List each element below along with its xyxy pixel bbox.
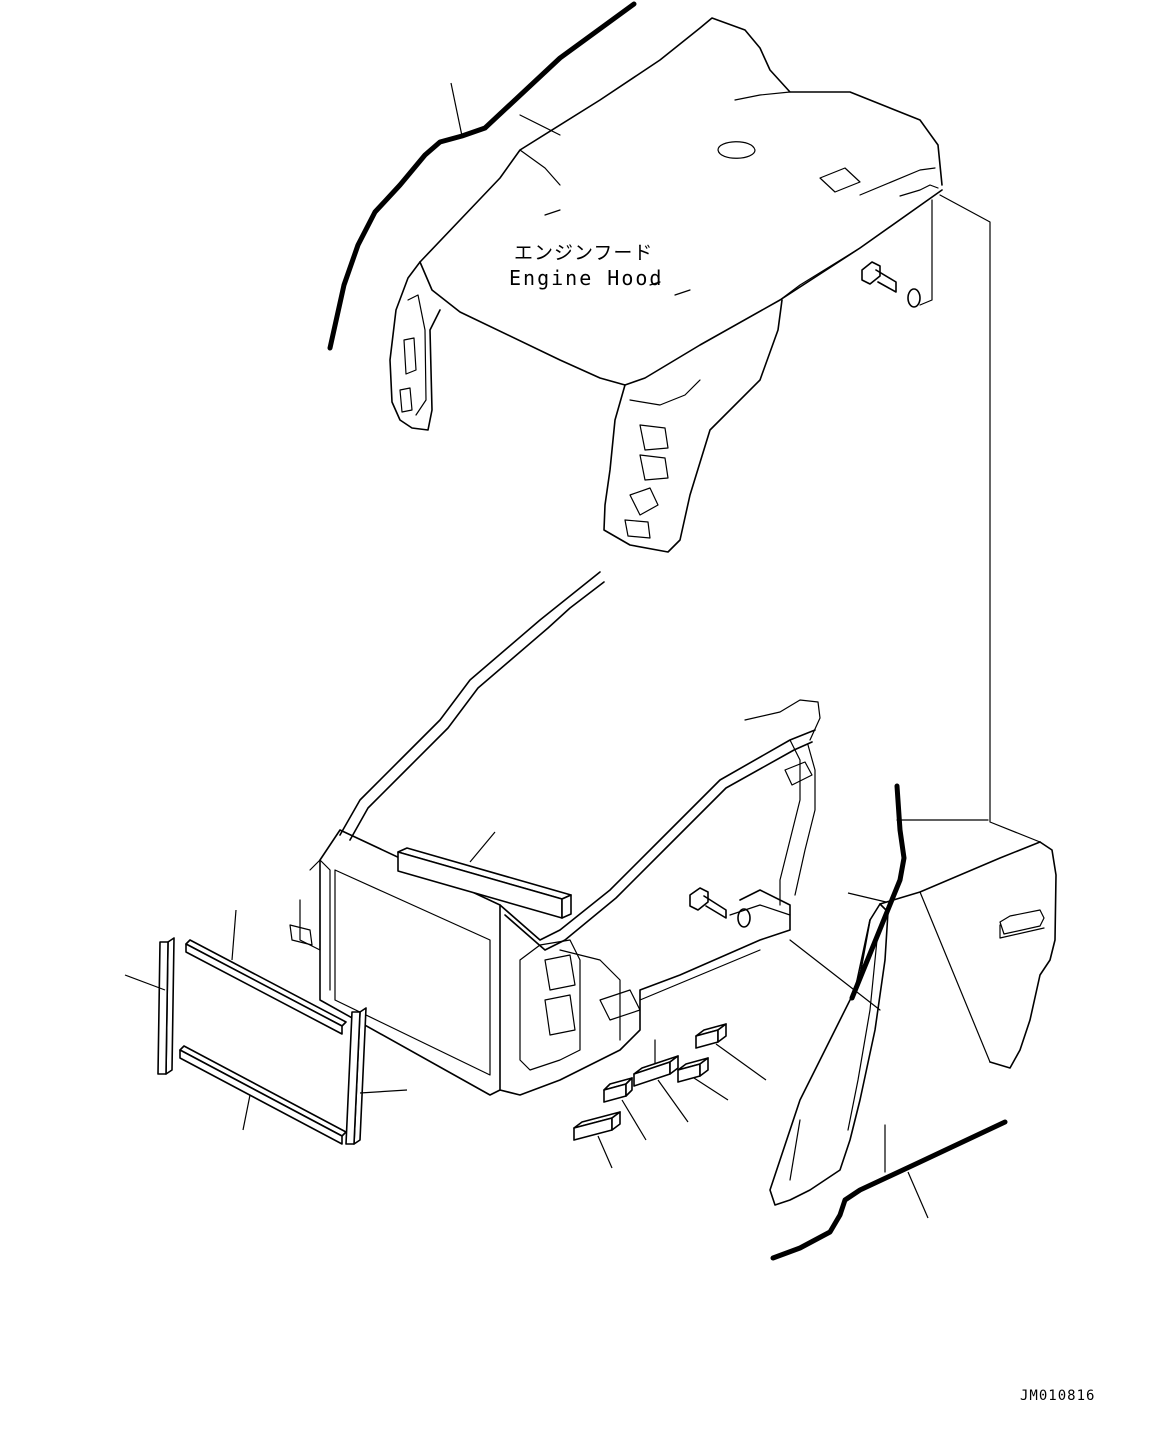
seal-block-long-top bbox=[397, 847, 572, 919]
leader-line bbox=[715, 1043, 767, 1081]
reference-line bbox=[919, 199, 933, 306]
reference-line bbox=[519, 114, 561, 136]
leader-line bbox=[907, 1171, 929, 1219]
leader-line bbox=[231, 909, 237, 961]
engine-hood-label-jp: エンジンフード bbox=[514, 242, 654, 264]
engine-hood bbox=[389, 17, 943, 553]
side-seal-upper bbox=[849, 783, 907, 1001]
reference-line bbox=[939, 194, 1041, 843]
leader-line bbox=[847, 892, 887, 903]
frame bbox=[289, 571, 821, 1096]
seal-blocks-small bbox=[573, 1023, 727, 1141]
leader-line bbox=[450, 82, 463, 137]
hood-top-seal bbox=[327, 1, 637, 351]
reference-line bbox=[789, 939, 881, 1011]
side-seal-lower bbox=[770, 1119, 1008, 1261]
side-panel bbox=[769, 841, 1057, 1206]
leader-line bbox=[124, 974, 166, 991]
leader-line bbox=[657, 1079, 689, 1123]
engine-hood-label-en: Engine Hood bbox=[509, 266, 664, 290]
leader-line bbox=[469, 831, 496, 863]
leader-line bbox=[597, 1135, 613, 1169]
leader-line bbox=[621, 1099, 647, 1141]
bolt-washer bbox=[689, 887, 751, 928]
leader-line bbox=[359, 1089, 408, 1094]
leader-line bbox=[693, 1077, 729, 1101]
seal-set-left bbox=[157, 937, 367, 1145]
bolt-washer bbox=[861, 261, 921, 308]
drawing-code: JM010816 bbox=[1020, 1388, 1096, 1404]
leader-line bbox=[242, 1094, 251, 1131]
